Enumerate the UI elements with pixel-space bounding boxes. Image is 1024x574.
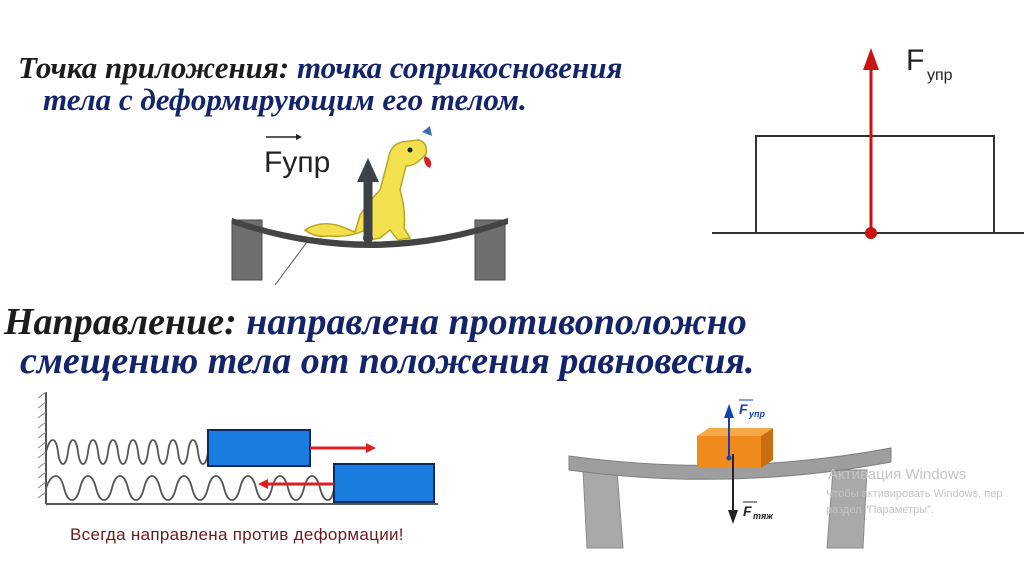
bent-beam bbox=[568, 447, 892, 480]
block-side bbox=[761, 428, 773, 468]
lower-block bbox=[333, 463, 435, 503]
direction-definition-2: смещению тела от положения равновесия. bbox=[20, 340, 755, 382]
beam-force-down-sub: тяж bbox=[753, 511, 773, 521]
direction-definition-1: направлена противоположно bbox=[246, 301, 747, 343]
spring-caption: Всегда направлена против деформации! bbox=[70, 525, 404, 544]
beam-force-up-sub: упр bbox=[748, 409, 766, 419]
direction-term: Направление: bbox=[4, 301, 237, 343]
force-label-dog: Fупр bbox=[264, 146, 330, 179]
watermark-line2: Чтобы активировать Windows, пер bbox=[826, 488, 1003, 500]
block-force-diagram: F упр bbox=[712, 44, 1024, 239]
direction-line1: Направление: направлена противоположно bbox=[4, 300, 747, 344]
point-of-application-line1: Точка приложения: точка соприкосновения bbox=[18, 50, 622, 86]
block-outline bbox=[755, 135, 995, 234]
watermark-line3: раздел "Параметры". bbox=[826, 504, 935, 516]
dog-board-diagram: Fупр bbox=[231, 126, 508, 286]
force-label-sub: упр bbox=[927, 67, 953, 84]
right-beam-support bbox=[826, 469, 868, 549]
beam-elastic-point bbox=[726, 455, 732, 461]
beam-diagram: F упр F тяж bbox=[568, 399, 892, 549]
beam-elastic-arrow-head bbox=[724, 404, 734, 418]
lower-spring bbox=[45, 475, 335, 501]
force-arrow-head bbox=[357, 158, 379, 182]
point-of-application-definition-2: тела с деформирующим его телом. bbox=[43, 82, 527, 117]
block-top bbox=[697, 428, 773, 436]
force-application-point bbox=[363, 233, 373, 243]
beam-force-up-main: F bbox=[739, 401, 748, 417]
wall-hatching bbox=[38, 392, 47, 499]
springs-diagram bbox=[38, 392, 438, 505]
watermark-title: Активация Windows bbox=[828, 466, 967, 483]
pointer-line bbox=[274, 237, 311, 286]
point-of-application-term: Точка приложения: bbox=[18, 50, 290, 85]
gravity-arrow-head bbox=[728, 510, 738, 524]
upper-block bbox=[207, 429, 311, 467]
force-label-main: F bbox=[906, 44, 924, 77]
point-of-application-definition-1: точка соприкосновения bbox=[296, 50, 623, 85]
lower-force-arrow-head bbox=[258, 479, 268, 489]
application-point bbox=[865, 227, 877, 239]
beam-force-down-main: F bbox=[743, 503, 752, 519]
left-beam-support bbox=[582, 469, 624, 549]
elastic-force-arrow-head bbox=[863, 48, 879, 70]
upper-force-arrow-head bbox=[366, 443, 376, 453]
vector-bar-tip bbox=[296, 134, 302, 140]
bent-board bbox=[232, 218, 508, 248]
